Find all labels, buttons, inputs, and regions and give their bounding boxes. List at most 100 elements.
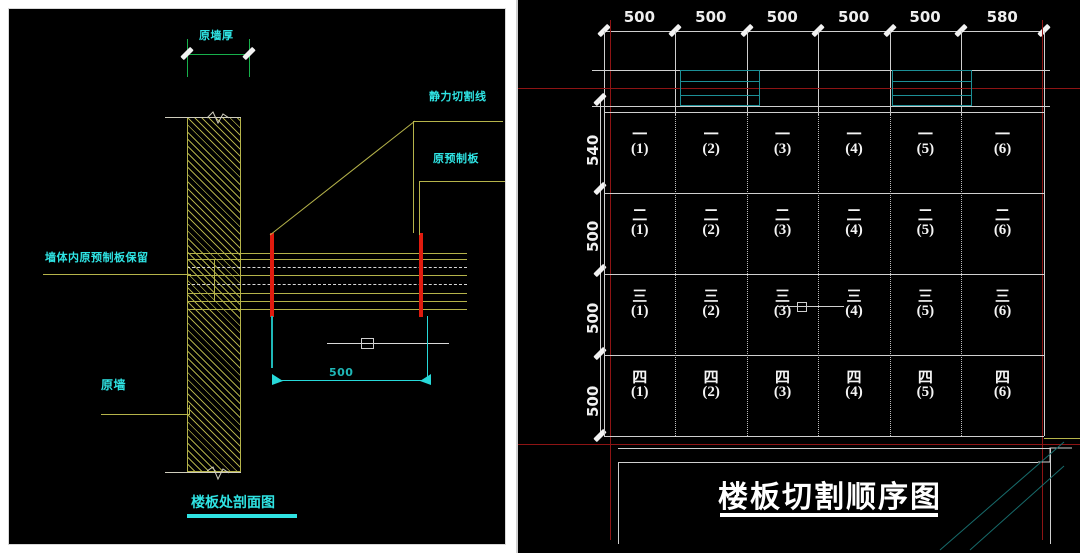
slab-cell-row-label: 二 — [632, 205, 648, 224]
section-detail-panel: 原墙厚 静力切割线 — [8, 8, 506, 545]
slab-left-edge — [187, 253, 188, 309]
slab-cell-index-label: (6) — [993, 141, 1012, 158]
precast-slab-band — [187, 259, 467, 302]
slab-cell[interactable]: 二(1) — [610, 205, 670, 240]
title-block-right — [1050, 448, 1051, 544]
slab-cell[interactable]: 二(2) — [681, 205, 741, 240]
slab-cell-index-label: (4) — [845, 141, 863, 158]
slab-cell[interactable]: 四(3) — [753, 367, 813, 402]
slab-cell[interactable]: 三(1) — [610, 288, 670, 321]
slab-cell-index-label: (3) — [773, 303, 792, 320]
slab-cell[interactable]: 四(2) — [681, 367, 741, 402]
slab-cell-row-label: 二 — [703, 205, 719, 224]
section-title-underline — [187, 514, 297, 518]
left-dimension-value: 500 — [584, 385, 602, 417]
slab-cell[interactable]: 二(5) — [895, 207, 955, 240]
slab-cell[interactable]: 三(6) — [973, 288, 1033, 321]
label-original-precast-slab: 原预制板 — [433, 152, 479, 165]
title-block-rail — [618, 448, 1050, 449]
dim-extension-line — [961, 31, 963, 116]
yellow-edge-line — [1044, 438, 1080, 439]
slab-cell-row-label: 一 — [703, 124, 719, 143]
slab-cell[interactable]: 三(2) — [681, 288, 741, 321]
slab-bottom-line — [187, 301, 467, 302]
window-mullion — [681, 95, 759, 96]
plan-title-underline — [720, 513, 938, 517]
cell-center-box-icon — [797, 302, 807, 312]
dim-ext-500-right — [427, 316, 428, 380]
cut-extension-left — [271, 316, 273, 368]
slab-cell[interactable]: 二(6) — [973, 205, 1033, 240]
dim-value-500: 500 — [329, 366, 354, 379]
slab-cell-row-label: 一 — [995, 124, 1011, 143]
slab-cell[interactable]: 三(5) — [895, 288, 955, 321]
centerline-vertical-right — [1042, 20, 1043, 540]
slab-cell[interactable]: 三(4) — [824, 288, 884, 321]
label-slab-retained-in-wall: 墙体内原预制板保留 — [45, 251, 149, 264]
leader-original-wall — [101, 414, 189, 415]
plan-title: 楼板切割顺序图 — [718, 480, 942, 515]
slab-cell-row-label: 四 — [775, 367, 791, 386]
slab-cell-row-label: 二 — [995, 205, 1011, 224]
top-dimension-value: 500 — [838, 8, 870, 26]
slab-cell[interactable]: 一(3) — [753, 126, 813, 159]
slab-cell[interactable]: 二(4) — [824, 205, 884, 240]
cut-line-vertical — [413, 121, 414, 233]
slab-cell-index-label: (1) — [630, 303, 649, 320]
wall-band-bottom-edge — [592, 106, 1050, 107]
slab-cell-row-label: 四 — [995, 367, 1011, 386]
slab-cell-index-label: (6) — [993, 384, 1012, 401]
left-dimension-value: 500 — [584, 303, 602, 335]
section-title: 楼板处剖面图 — [191, 495, 275, 511]
top-dimension-value: 500 — [909, 8, 941, 26]
dim-extension-line — [818, 31, 820, 116]
dim-extension-line — [604, 31, 605, 116]
cut-mark-right — [419, 233, 423, 317]
slab-cell[interactable]: 四(4) — [824, 369, 884, 402]
slab-cell[interactable]: 四(6) — [973, 367, 1033, 402]
slab-cell[interactable]: 四(1) — [610, 369, 670, 402]
slab-cell[interactable]: 一(5) — [895, 126, 955, 159]
window-mullion — [893, 95, 971, 96]
slab-cell-index-label: (4) — [845, 222, 863, 239]
top-dim-line — [604, 31, 1044, 32]
plan-top-border — [604, 112, 1044, 113]
slab-cell-row-label: 二 — [846, 205, 862, 224]
slab-cell-index-label: (4) — [845, 384, 863, 401]
slab-cell[interactable]: 一(4) — [824, 124, 884, 159]
slab-cell-index-label: (1) — [630, 141, 649, 158]
slab-cell-index-label: (1) — [630, 222, 649, 239]
slab-cell[interactable]: 二(3) — [753, 207, 813, 240]
slab-mid-line — [187, 275, 467, 276]
slab-cell-row-label: 一 — [846, 124, 862, 143]
dim-line-500 — [273, 380, 427, 381]
slab-cell[interactable]: 一(2) — [681, 124, 741, 159]
centerline-horizontal-top — [518, 88, 1080, 89]
top-dimension-value: 500 — [695, 8, 727, 26]
slab-cell[interactable]: 四(5) — [895, 369, 955, 402]
dim-arrow-right-icon — [420, 374, 431, 385]
slab-cell[interactable]: 一(6) — [973, 124, 1033, 159]
dim-extension-line — [746, 31, 748, 116]
slab-cell[interactable]: 三(3) — [753, 288, 813, 321]
break-symbol-bottom-icon — [207, 466, 229, 481]
slab-cell[interactable]: 一(1) — [610, 126, 670, 159]
wall-break-line-top — [165, 117, 241, 118]
slab-under-line — [187, 309, 467, 310]
slab-cell-index-label: (5) — [916, 303, 935, 320]
row-separator — [604, 274, 1044, 275]
top-dimension-value: 580 — [986, 8, 1018, 26]
centerline-horizontal-bottom — [518, 444, 1080, 445]
center-mark-box-icon — [361, 338, 374, 349]
slab-cell-index-label: (5) — [916, 141, 935, 158]
slab-cell-index-label: (3) — [773, 141, 792, 158]
wall-break-line-bottom — [165, 472, 241, 473]
slab-cell-row-label: 四 — [703, 367, 719, 386]
column-separator — [961, 112, 963, 436]
column-separator — [889, 112, 891, 436]
slab-cell-index-label: (2) — [702, 222, 720, 239]
wall-thickness-dim-line — [187, 54, 249, 55]
teal-leader-lines — [939, 441, 1065, 551]
slab-cell-index-label: (1) — [630, 384, 649, 401]
